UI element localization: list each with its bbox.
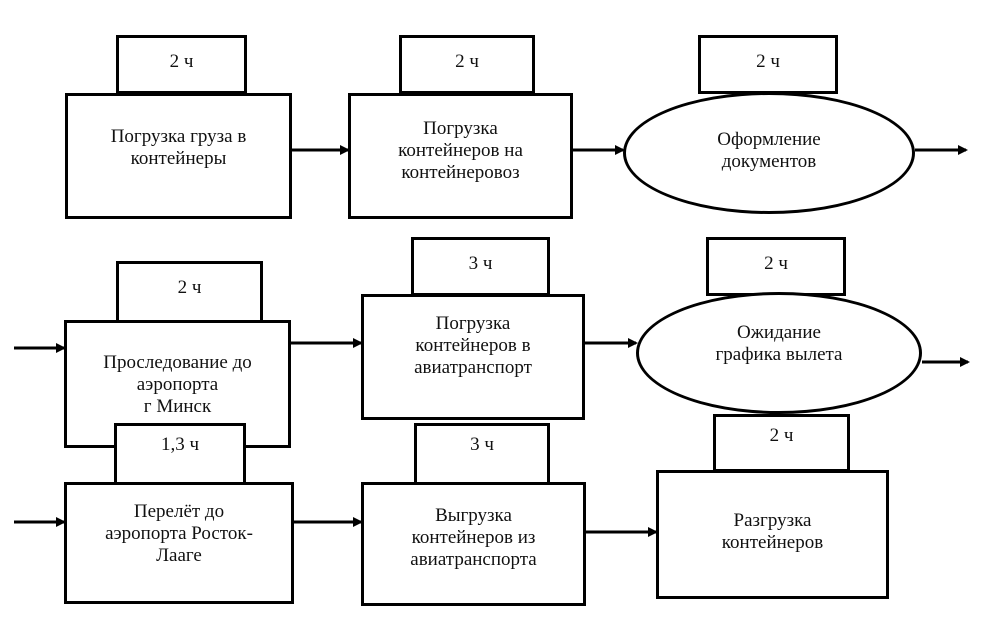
time-box-step6: [706, 237, 846, 296]
time-box-step7: [114, 423, 246, 485]
time-box-step2: [399, 35, 535, 94]
time-box-step9: [713, 414, 850, 472]
time-box-step3: [698, 35, 838, 94]
step-box-1: [65, 93, 292, 219]
step-box-2: [348, 93, 573, 219]
time-box-step5: [411, 237, 550, 296]
step-box-8: [361, 482, 586, 606]
time-box-step4: [116, 261, 263, 323]
step-oval-6: [636, 292, 922, 414]
step-box-7: [64, 482, 294, 604]
step-box-5: [361, 294, 585, 420]
step-oval-3: [623, 92, 915, 214]
time-box-step1: [116, 35, 247, 94]
step-box-9: [656, 470, 889, 599]
time-box-step8: [414, 423, 550, 485]
